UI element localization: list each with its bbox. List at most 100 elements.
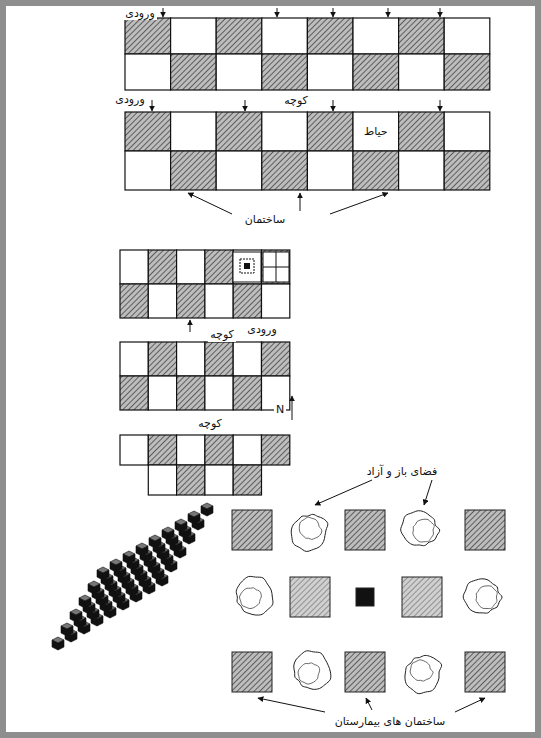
board-cell [125, 18, 171, 54]
iso-block-side [136, 546, 148, 556]
board-cell [148, 284, 176, 318]
north-label: N [274, 403, 286, 416]
board-cell [262, 112, 308, 151]
board-cell [148, 465, 176, 495]
iso-block-side [188, 514, 200, 524]
open-space-inner [476, 586, 497, 609]
iso-block-side [61, 626, 73, 636]
building-block [345, 510, 385, 550]
open-space [401, 511, 440, 546]
pointer-arrow [315, 480, 372, 505]
courtyard-cell: حیاط [353, 112, 399, 151]
building-block [345, 652, 385, 692]
board-cell [125, 112, 171, 151]
iso-block-side [175, 522, 187, 532]
board-cell [233, 465, 261, 495]
pointer-arrow [440, 100, 441, 111]
iso-block-side [70, 612, 82, 622]
board-cell [171, 151, 217, 190]
board-cell [233, 250, 261, 284]
board-cell [262, 435, 290, 465]
board-cell [444, 54, 490, 90]
open-space-inner [298, 663, 320, 684]
pointer-arrow [388, 8, 389, 17]
pointer-arrow [258, 698, 325, 712]
iso-block-side [88, 584, 100, 594]
open-space [236, 576, 273, 615]
open-space [291, 514, 328, 551]
iso-block-side [110, 562, 122, 572]
cell-label: حیاط [363, 125, 389, 138]
board-cell [205, 376, 233, 410]
board-cell [171, 112, 217, 151]
board-cell [262, 18, 308, 54]
house-plan [233, 252, 289, 282]
alley-label: کوچه [282, 94, 310, 107]
board-cell [262, 342, 290, 376]
board-cell [148, 250, 176, 284]
building-block [402, 577, 442, 617]
pointer-arrow [188, 193, 232, 214]
iso-block-side [79, 598, 91, 608]
board-cell [307, 151, 353, 190]
board-cell [120, 376, 148, 410]
board-cell [353, 151, 399, 190]
pointer-arrow [366, 698, 372, 710]
board-cell [262, 284, 290, 318]
board-cell [148, 435, 176, 465]
board-cell [177, 376, 205, 410]
entrance-label: ورودی [245, 323, 278, 336]
board-cell [205, 342, 233, 376]
board-cell [171, 18, 217, 54]
board-cell [120, 284, 148, 318]
board-cell [120, 435, 148, 465]
open-space-inner [410, 660, 433, 681]
pointer-arrow [292, 396, 293, 420]
iso-block-side [149, 538, 161, 548]
board-cell [205, 250, 233, 284]
board-cell [307, 54, 353, 90]
board-cell [171, 54, 217, 90]
board-cell [216, 151, 262, 190]
board-cell [444, 151, 490, 190]
board-cell [177, 435, 205, 465]
entrance-label: ورودی [123, 7, 156, 20]
entrance-label: ورودی [113, 93, 146, 106]
board-cell [233, 342, 261, 376]
board-cell [148, 376, 176, 410]
board-cell [233, 376, 261, 410]
board-cell [353, 112, 399, 151]
board-cell [233, 284, 261, 318]
pointer-arrow [424, 480, 432, 505]
board-cell [399, 151, 445, 190]
board-cell [216, 112, 262, 151]
board-cell [262, 151, 308, 190]
board-cell [444, 112, 490, 151]
board-cell [399, 18, 445, 54]
board-cell [205, 284, 233, 318]
open-space [405, 655, 442, 693]
board-cell [148, 342, 176, 376]
building-block [232, 652, 272, 692]
pointer-arrow [440, 8, 441, 17]
open-space-inner [299, 517, 322, 539]
board-cell [125, 54, 171, 90]
building-block [356, 588, 374, 606]
pointer-arrow [152, 100, 153, 111]
board-cell [205, 435, 233, 465]
open-space-inner [413, 519, 434, 542]
building-block [465, 510, 505, 550]
pointer-arrow [333, 8, 334, 17]
hospital-buildings-label: ساختمان های بیمارستان [333, 715, 448, 728]
board-cell [399, 54, 445, 90]
open-space [463, 579, 502, 613]
building-block [290, 577, 330, 617]
board-cell [262, 250, 290, 284]
board-cell [216, 54, 262, 90]
board-cell [216, 18, 262, 54]
building-block [465, 652, 505, 692]
pointer-arrow [163, 8, 164, 17]
open-space-inner [240, 588, 262, 609]
pointer-arrow [330, 193, 388, 214]
